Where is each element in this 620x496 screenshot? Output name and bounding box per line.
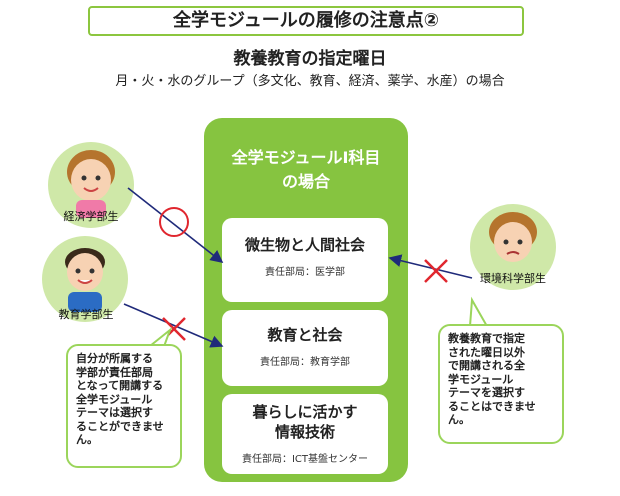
group-note: 月・火・水のグループ（多文化、教育、経済、薬学、水産）の場合: [115, 74, 505, 89]
note-bubble-left: 自分が所属する 学部が責任部局 となって開講する 全学モジュール テーマは選択す…: [66, 344, 182, 468]
panel-title-line2: の場合: [281, 172, 330, 191]
note-line: ることはできませ: [448, 399, 536, 413]
title-box: 全学モジュールの履修の注意点②: [88, 6, 524, 36]
note-line: 自分が所属する: [76, 352, 153, 365]
panel-title: 全学モジュールⅠ科目 の場合: [204, 146, 408, 194]
course-card-education: 教育と社会 責任部局：教育学部: [222, 310, 388, 386]
course-dept: 責任部局：教育学部: [260, 357, 350, 368]
course-name: 教育と社会: [267, 326, 343, 344]
arrow-economics-to-microbes: [127, 187, 224, 263]
note-line: 学モジュール: [448, 372, 514, 386]
note-line: 教養教育で指定: [448, 332, 525, 345]
course-name: 暮らしに活かす 情報技術: [222, 402, 388, 442]
student-face-icon: [489, 212, 537, 262]
education-student-label: 教育学部生: [58, 308, 114, 321]
economics-student-label: 経済学部生: [63, 210, 119, 223]
subtitle: 教養教育の指定曜日: [233, 49, 387, 69]
course-name-line2: 情報技術: [274, 423, 335, 441]
course-card-microbes: 微生物と人間社会 責任部局：医学部: [222, 218, 388, 302]
environment-student-label: 環境科学部生: [480, 272, 546, 285]
course-name-line1: 暮らしに活かす: [252, 403, 358, 421]
note-line: ん。: [76, 433, 98, 446]
note-line: テーマは選択す: [76, 406, 153, 419]
note-line: ることができませ: [76, 419, 164, 433]
course-card-ict: 暮らしに活かす 情報技術 責任部局：ICT基盤センター: [222, 394, 388, 474]
note-line: 学部が責任部局: [76, 365, 153, 379]
ng-cross-icon: [424, 259, 448, 283]
student-face-icon: [67, 150, 115, 218]
note-line: ん。: [448, 413, 470, 426]
ok-circle-icon: [159, 207, 189, 237]
arrow-education-to-education: [123, 303, 224, 348]
panel-title-line1: 全学モジュールⅠ科目: [231, 148, 381, 167]
note-line: となって開講する: [76, 379, 164, 392]
environment-student-circle: [470, 204, 556, 290]
economics-student-circle: [48, 142, 134, 228]
arrow-environment-to-microbes: [388, 254, 473, 279]
course-dept: 責任部局：ICT基盤センター: [241, 454, 369, 465]
note-line: された曜日以外: [448, 345, 525, 359]
note-line: 全学モジュール: [76, 392, 153, 406]
note-line: で開講される全: [448, 359, 525, 372]
student-face-icon: [65, 248, 105, 312]
note-line: テーマを選択す: [448, 386, 525, 399]
education-student-circle: [42, 236, 128, 322]
course-name: 微生物と人間社会: [244, 236, 365, 254]
note-bubble-right: 教養教育で指定 された曜日以外 で開講される全 学モジュール テーマを選択す る…: [438, 324, 564, 444]
page-title: 全学モジュールの履修の注意点②: [173, 10, 439, 31]
course-dept: 責任部局：医学部: [265, 267, 345, 278]
